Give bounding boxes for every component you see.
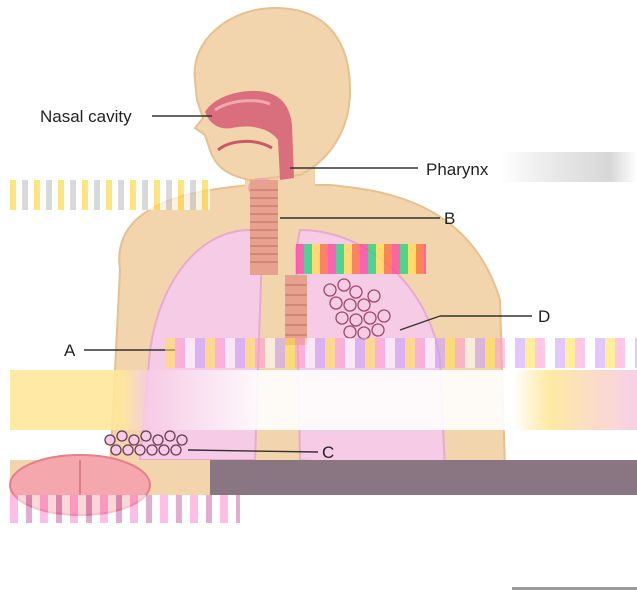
label-b: B bbox=[444, 209, 455, 228]
label-nasal-cavity: Nasal cavity bbox=[40, 107, 132, 126]
glitch-band-a bbox=[165, 338, 637, 368]
label-pharynx: Pharynx bbox=[426, 160, 489, 179]
trachea bbox=[250, 180, 278, 275]
label-d: D bbox=[538, 307, 550, 326]
glitch-band-top bbox=[10, 180, 210, 210]
head bbox=[195, 8, 350, 180]
glitch-band-wide bbox=[10, 370, 637, 430]
glitch-band-bottom bbox=[10, 495, 240, 523]
label-a: A bbox=[64, 341, 76, 360]
glitch-band-pharynx bbox=[500, 152, 637, 182]
glitch-band-mid bbox=[296, 244, 426, 274]
label-c: C bbox=[322, 443, 334, 462]
bronchus bbox=[285, 275, 307, 345]
